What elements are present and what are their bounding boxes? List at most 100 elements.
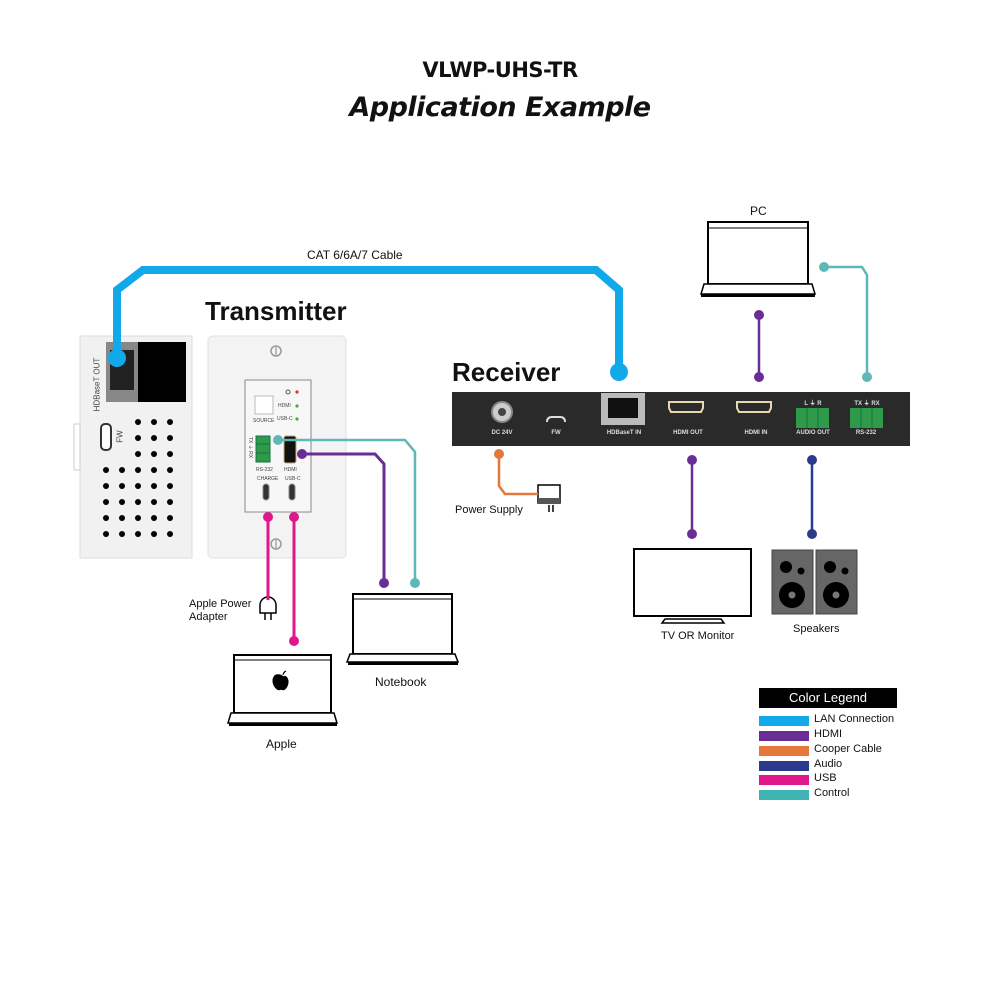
audio-terminal-icon [796, 408, 829, 428]
control-cable-tx-endpoint [273, 435, 283, 445]
hdmi-out-port-icon [668, 401, 704, 413]
screw-icon [270, 538, 282, 550]
power-cable [497, 454, 538, 496]
cable-label: CAT 6/6A/7 Cable [307, 248, 403, 262]
vent-hole [151, 451, 157, 457]
vent-hole [151, 499, 157, 505]
screw-icon [270, 345, 282, 357]
audio-cable-endpoint [807, 455, 817, 465]
vent-hole [167, 499, 173, 505]
hdmi-in-port-icon [736, 401, 772, 413]
hdmi-port-icon [100, 423, 112, 451]
legend-swatch [759, 761, 809, 771]
vent-hole [119, 483, 125, 489]
vent-hole [151, 531, 157, 537]
tv-monitor-icon [633, 548, 752, 624]
power-supply-label: Power Supply [455, 504, 523, 516]
transmitter-side-view [73, 335, 193, 559]
vent-hole [135, 515, 141, 521]
vent-hole [167, 419, 173, 425]
transmitter-title: Transmitter [205, 296, 347, 326]
hdmi-cable-tv-endpoint [687, 455, 697, 465]
port-label-rs232: RS-232 [855, 430, 877, 436]
vent-hole [135, 467, 141, 473]
apple-label: Apple [266, 737, 297, 751]
page-title: Application Example [349, 92, 651, 123]
vent-hole [119, 467, 125, 473]
hdmi-cable-tx-endpoint [379, 578, 389, 588]
port-label-hdbaset-in: HDBaseT IN [606, 430, 642, 436]
legend-swatch [759, 746, 809, 756]
legend-label: USB [814, 772, 837, 784]
notebook-laptop-icon [345, 593, 460, 665]
apple-power-adapter-icon [259, 596, 277, 620]
legend-swatch [759, 716, 809, 726]
vent-hole [135, 451, 141, 457]
vent-hole [135, 435, 141, 441]
hdmi-cable-tv-endpoint [687, 529, 697, 539]
usb-c-cable-endpoint [289, 636, 299, 646]
usbc-charge-port-icon [262, 483, 270, 501]
vent-hole [103, 483, 109, 489]
power-cable-endpoint [494, 449, 504, 459]
hdmi-led-label: HDMI [278, 403, 291, 409]
usbc-label: USB-C [285, 476, 301, 482]
source-button [254, 395, 274, 415]
vent-hole [103, 515, 109, 521]
hdbaset-out-label: HDBaseT OUT [92, 357, 102, 412]
control-cable-tx-endpoint [410, 578, 420, 588]
charge-label: CHARGE [257, 476, 279, 482]
port-label-hdmi-out: HDMI OUT [673, 430, 703, 436]
vent-hole [167, 435, 173, 441]
vent-hole [135, 499, 141, 505]
lan-cable-endpoint [610, 363, 628, 381]
legend-label: Cooper Cable [814, 743, 882, 755]
rs232-terminal-icon [255, 435, 271, 463]
rs232-pins-label: TX ⏚ RX [247, 436, 254, 459]
hdmi-cable-pc-endpoint [754, 372, 764, 382]
vent-hole [103, 531, 109, 537]
vent-holes [103, 419, 173, 537]
vent-hole [167, 483, 173, 489]
hdmi-cable-pc-endpoint [754, 310, 764, 320]
source-label: SOURCE [253, 418, 275, 424]
legend-swatch [759, 790, 809, 800]
transmitter-wall-plate [207, 335, 347, 559]
lan-cable [113, 266, 623, 372]
port-label-dc24v: DC 24V [491, 430, 513, 436]
legend-label: LAN Connection [814, 713, 895, 725]
hdmi-cable-tx-endpoint [297, 449, 307, 459]
pc-label: PC [750, 204, 767, 218]
legend-swatch [759, 731, 809, 741]
vent-hole [103, 499, 109, 505]
rs232-pins-label: TX ⏚ RX [854, 401, 880, 407]
control-cable-pc-endpoint [862, 372, 872, 382]
audio-cable-endpoint [807, 529, 817, 539]
vent-hole [151, 419, 157, 425]
port-label-fw: FW [551, 430, 561, 436]
vent-hole [151, 435, 157, 441]
speakers-label: Speakers [793, 623, 840, 635]
vent-hole [119, 499, 125, 505]
vent-hole [167, 515, 173, 521]
control-cable-pc-endpoint [819, 262, 829, 272]
vent-hole [151, 467, 157, 473]
speakers-icon [771, 549, 858, 615]
rs232-label: RS-232 [256, 467, 273, 473]
hdmi-label: HDMI [284, 467, 297, 473]
vent-hole [167, 451, 173, 457]
port-label-hdmi-in: HDMI IN [744, 430, 768, 436]
lan-cable-endpoint [108, 349, 126, 367]
legend-swatch [759, 775, 809, 785]
cables-layer [108, 262, 872, 646]
control-cable-tx [278, 438, 417, 583]
legend-label: Control [814, 787, 850, 799]
control-cable-pc [824, 265, 869, 377]
vent-hole [135, 419, 141, 425]
vent-hole [135, 531, 141, 537]
vent-hole [119, 531, 125, 537]
receiver-device [452, 392, 910, 446]
vent-hole [167, 467, 173, 473]
vent-hole [135, 483, 141, 489]
